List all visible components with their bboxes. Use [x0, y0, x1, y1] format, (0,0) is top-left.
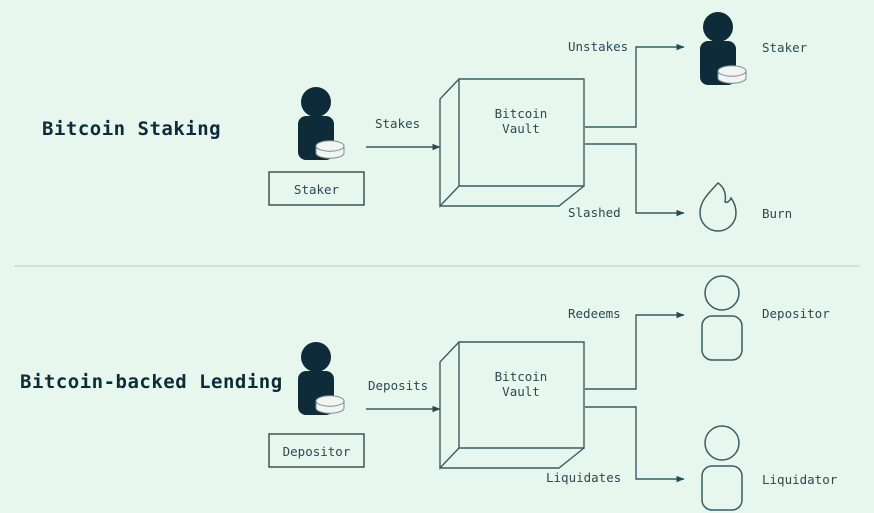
coin-stack-icon — [315, 395, 345, 414]
target-caption-depositor: Depositor — [762, 306, 830, 321]
person-outline-icon-depositor — [701, 275, 743, 361]
flame-outline-icon — [699, 182, 737, 232]
target-caption-burn: Burn — [762, 206, 792, 221]
target-caption-staker: Staker — [762, 40, 808, 55]
edge-label-slashed: Slashed — [568, 205, 621, 220]
edge-arrow-slashed — [585, 143, 685, 217]
edge-label-redeems: Redeems — [568, 306, 621, 321]
vault-label-line1: Bitcoin — [495, 369, 548, 384]
vault-cube-staking — [439, 78, 585, 208]
edge-label-deposits: Deposits — [368, 378, 428, 393]
vault-cube-lending — [439, 341, 585, 470]
section-title-lending: Bitcoin-backed Lending — [20, 371, 283, 393]
person-outline-icon-liquidator — [701, 425, 743, 511]
vault-label-line2: Vault — [502, 384, 540, 399]
vault-label-line2: Vault — [502, 121, 540, 136]
edge-label-liquidates: Liquidates — [546, 470, 621, 485]
section-title-staking: Bitcoin Staking — [42, 118, 221, 140]
actor-icon-staker — [298, 87, 345, 160]
actor-caption-depositor: Depositor — [283, 444, 351, 459]
edge-arrow-liquidates — [585, 406, 685, 483]
actor-caption-staker: Staker — [294, 182, 340, 197]
target-caption-liquidator: Liquidator — [762, 472, 838, 487]
edge-label-unstakes: Unstakes — [568, 39, 628, 54]
actor-icon-depositor — [298, 342, 345, 415]
actor-box-staker — [268, 171, 365, 206]
edge-arrow-unstakes — [585, 43, 685, 128]
target-icon-staker — [700, 12, 747, 85]
edge-arrow-redeems — [585, 311, 685, 390]
coin-stack-icon — [315, 140, 345, 159]
actor-box-depositor — [268, 433, 365, 468]
edge-label-stakes: Stakes — [375, 116, 420, 131]
coin-stack-icon — [717, 65, 747, 84]
vault-label-line1: Bitcoin — [495, 106, 548, 121]
